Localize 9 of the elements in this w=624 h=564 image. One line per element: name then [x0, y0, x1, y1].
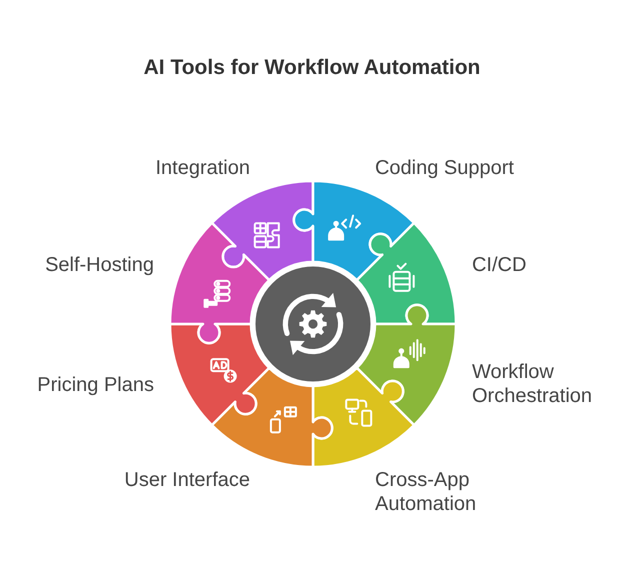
segment-label: Integration — [155, 156, 250, 180]
segment-label: Coding Support — [374, 156, 514, 180]
segment-label: Cross-App Automation — [375, 468, 476, 516]
segment-label: User Interface — [124, 468, 250, 492]
segment-label: CI/CD — [472, 252, 526, 277]
segment-label: Workflow Orchestration — [472, 360, 592, 408]
segment-label: Self-Hosting — [45, 252, 154, 277]
segment-label: Pricing Plans — [37, 373, 154, 397]
title: AI Tools for Workflow Automation — [144, 55, 480, 81]
